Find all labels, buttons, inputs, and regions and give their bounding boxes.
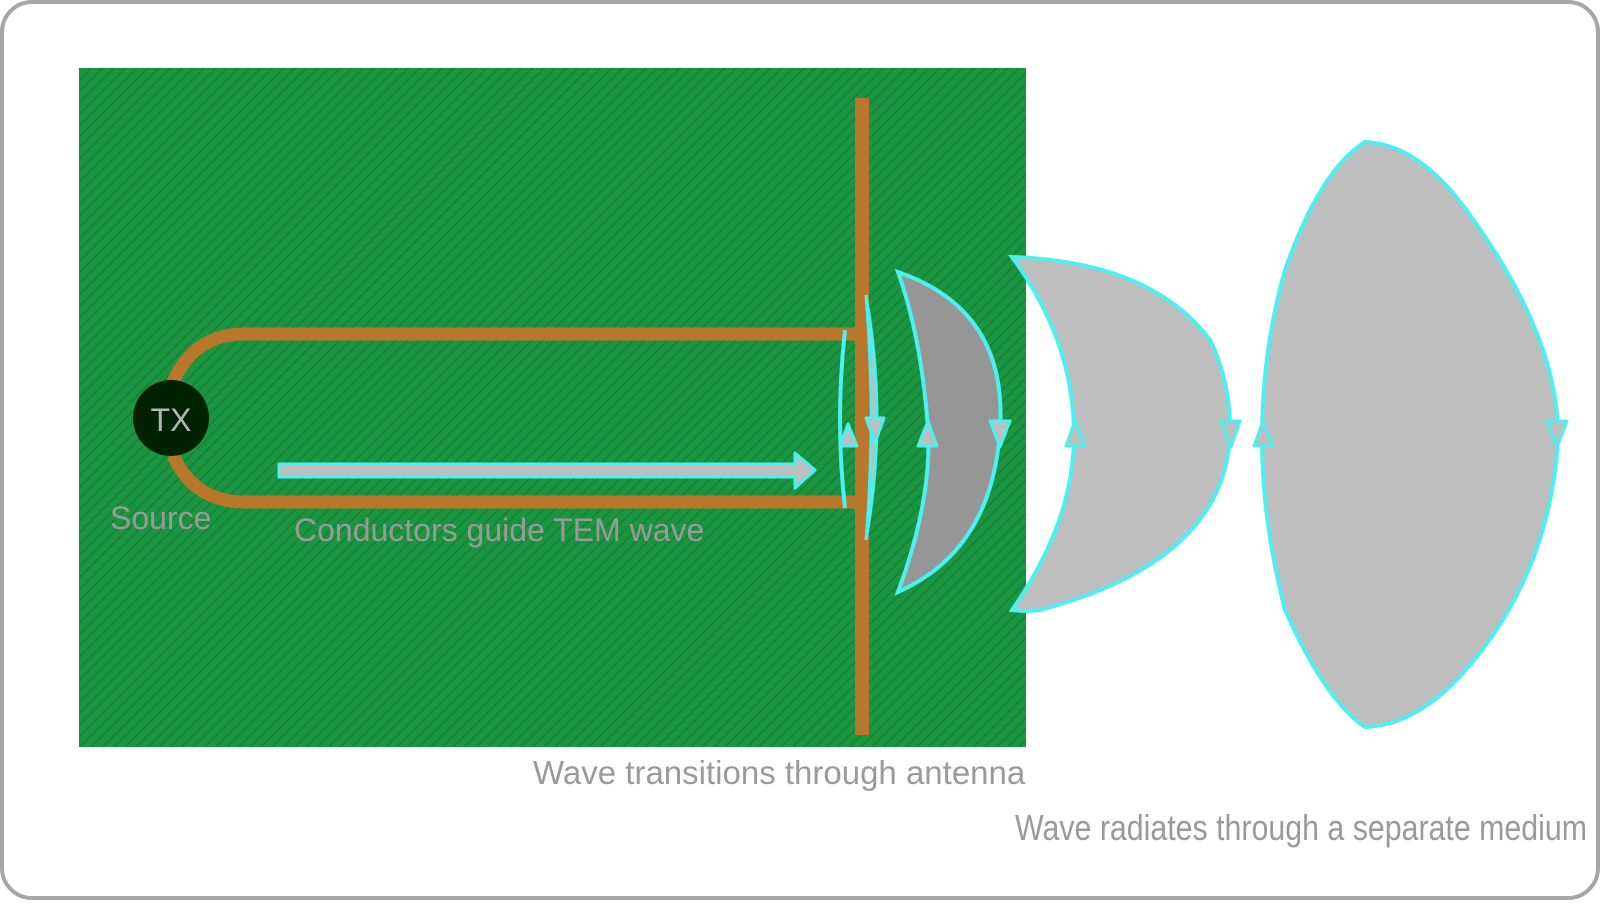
source-label: Source bbox=[110, 500, 211, 536]
tx-source-icon bbox=[133, 380, 209, 456]
arrowhead-up-icon bbox=[1252, 419, 1275, 448]
tx-label: TX bbox=[151, 402, 192, 438]
wavefront-5 bbox=[1259, 139, 1561, 730]
arrowhead-up-icon bbox=[838, 422, 859, 448]
radiate-label: Wave radiates through a separate medium bbox=[1015, 807, 1587, 848]
circuit-board bbox=[79, 68, 1026, 747]
arrowhead-down-icon bbox=[1219, 419, 1242, 449]
conductor-line bbox=[167, 327, 858, 509]
arrowhead-down-icon bbox=[1545, 419, 1569, 449]
transition-label: Wave transitions through antenna bbox=[533, 754, 1026, 791]
arrowhead-down-icon bbox=[988, 419, 1012, 449]
arrowhead-up-icon bbox=[916, 419, 939, 448]
wavefront-3 bbox=[894, 268, 1003, 596]
guide-label: Conductors guide TEM wave bbox=[294, 512, 704, 548]
arrowhead-down-icon bbox=[864, 416, 886, 445]
guided-wave-arrow-icon bbox=[277, 451, 817, 490]
arrowhead-up-icon bbox=[1064, 419, 1087, 448]
wavefront-1 bbox=[838, 329, 847, 509]
